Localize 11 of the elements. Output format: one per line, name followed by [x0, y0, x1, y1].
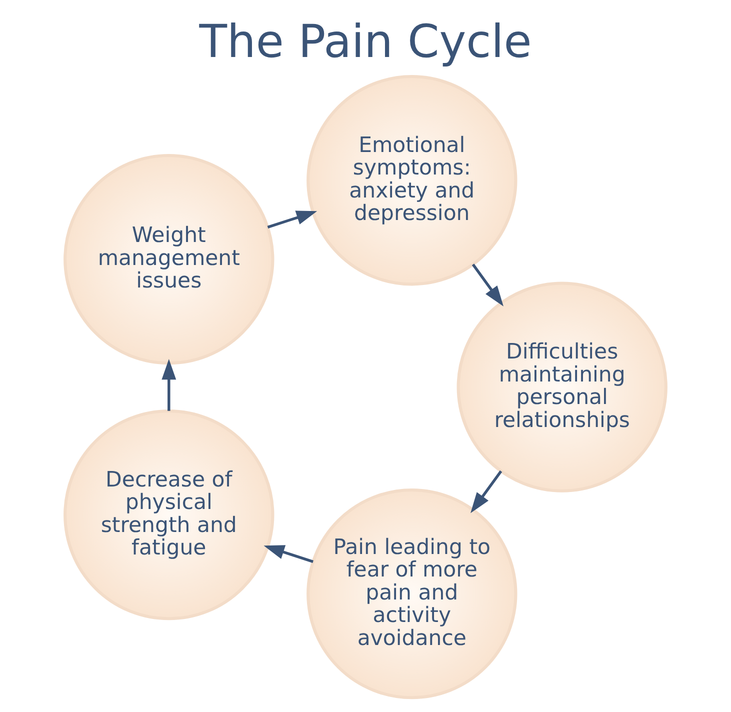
arrow [264, 545, 314, 563]
arrow [470, 470, 502, 514]
node-circle: Weight management issues [64, 154, 274, 365]
diagram-title: The Pain Cycle [199, 14, 532, 68]
arrow [267, 210, 318, 228]
arrow [162, 359, 176, 411]
node-circle: Pain leading to fear of more pain and activity avoidance [306, 488, 518, 700]
node-circle: Decrease of physical strength and fatigue [64, 410, 274, 620]
node-circle: Emotional symptoms: anxiety and depression [306, 75, 518, 286]
arrow [472, 264, 504, 306]
node-circle: Difficulties maintaining personal relationships [456, 282, 668, 492]
